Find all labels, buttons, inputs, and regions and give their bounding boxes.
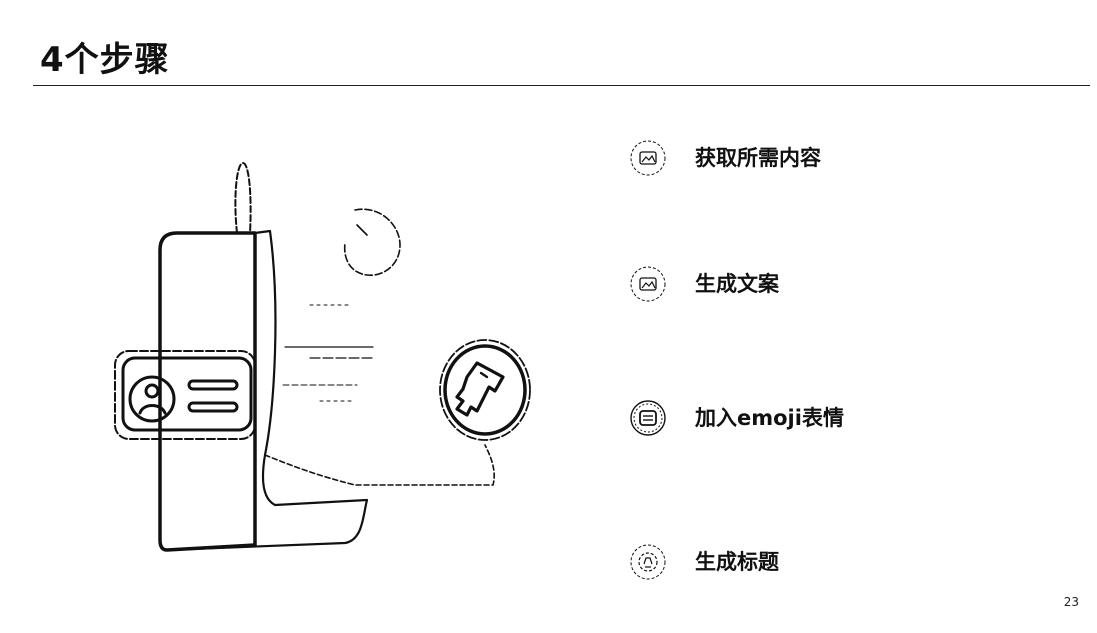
back-document [158,231,257,552]
scroll-edge [234,162,252,234]
key-icon [455,361,505,417]
step-3: 加入emoji表情 [628,396,844,440]
sheet-fold [264,444,495,486]
key-badge [439,339,531,441]
step-label: 生成文案 [695,272,779,296]
page-title: 4个步骤 [40,40,170,80]
step-1: 获取所需内容 [628,136,821,180]
image-card-icon [630,140,666,176]
curling-sheet [165,229,369,552]
step-2: 生成文案 [628,262,779,306]
page-number: 23 [1063,595,1079,609]
step-label: 生成标题 [695,550,779,574]
image-card-icon [630,266,666,302]
step-label: 加入emoji表情 [695,406,844,430]
step-4: 生成标题 [628,540,779,584]
list-card-icon [630,400,666,436]
title-divider [33,85,1090,86]
document-illustration [114,162,531,552]
avatar-icon [128,375,176,423]
badge-icon [630,544,666,580]
steps-list: 获取所需内容 生成文案 加入emoji表情 生成标题 [628,0,1068,633]
profile-card [114,350,256,440]
dial-circle [343,208,401,276]
step-label: 获取所需内容 [695,146,821,170]
